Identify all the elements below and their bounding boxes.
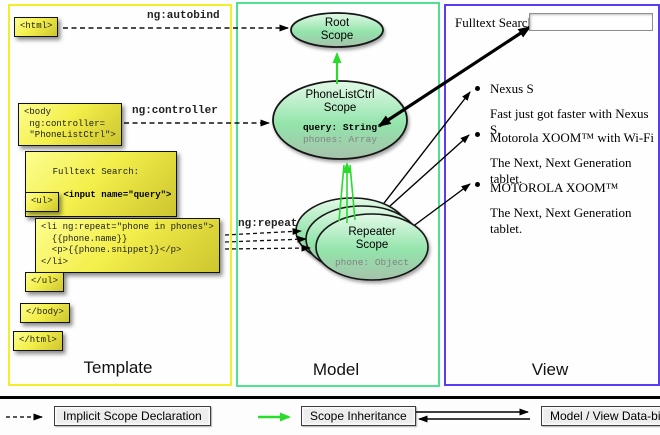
legend-model-view-databinding: Model / View Data-binding [541, 406, 660, 426]
code-box-ul-close: </ul> [25, 272, 65, 292]
root-scope-label: Root Scope [291, 17, 383, 43]
list-bullet-3 [475, 182, 480, 187]
autobind-label: ng:autobind [147, 10, 220, 22]
model-column-title: Model [312, 360, 360, 379]
legend-implicit-scope-declaration: Implicit Scope Declaration [54, 406, 211, 426]
repeater-phone-prop: phone: Object [334, 257, 410, 268]
legend-separator [0, 396, 660, 399]
repeat-label: ng:repeat [238, 218, 298, 230]
view-item-1-desc: Fast just got faster with Nexus S. [490, 106, 649, 137]
view-fulltext-label: Fulltext Search: [455, 15, 538, 30]
controller-label: ng:controller [132, 105, 218, 117]
list-bullet-1 [475, 86, 480, 91]
model-column [236, 2, 440, 387]
repeater-line1: Repeater [348, 226, 396, 238]
phonelistctrl-query-prop: query: String [302, 122, 378, 133]
phonelistctrl-line2: Scope [323, 102, 357, 114]
view-item-2-title: Motorola XOOM™ with Wi-Fi [490, 130, 655, 145]
code-box-html-open: <html> [14, 17, 59, 37]
code-box-ul-open: <ul> [25, 192, 59, 212]
legend-scope-inheritance: Scope Inheritance [301, 406, 416, 426]
view-column-title: View [531, 360, 569, 379]
template-column-title: Template [83, 358, 153, 377]
view-item-3-desc: The Next, Next Generation tablet. [490, 205, 632, 236]
code-box-body-close: </body> [20, 303, 70, 323]
repeater-line2: Scope [355, 239, 389, 251]
view-item-1-title: Nexus S [490, 81, 534, 96]
view-item-2-desc: The Next, Next Generation tablet. [490, 155, 632, 186]
root-scope-line2: Scope [320, 30, 354, 42]
phonelistctrl-scope-label: PhoneListCtrl Scope query: String phones… [273, 89, 407, 146]
repeater-scope-label: Repeater Scope phone: Object [319, 226, 425, 269]
code-box-html-close: </html> [13, 331, 63, 351]
view-item-3-title: MOTOROLA XOOM™ [490, 180, 619, 195]
fulltext-search-input[interactable] [529, 13, 653, 31]
code-box-li-repeat: <li ng:repeat="phone in phones"> {{phone… [35, 218, 220, 273]
code-fulltext-input: <input name="query"> [52, 190, 172, 201]
code-fulltext-label: Fulltext Search: [52, 166, 140, 177]
phonelistctrl-phones-prop: phones: Array [302, 134, 378, 145]
code-box-body-open: <body ng:controller= "PhoneListCtrl"> [18, 103, 122, 147]
phonelistctrl-line1: PhoneListCtrl [305, 89, 375, 101]
root-scope-line1: Root [324, 17, 350, 29]
list-bullet-2 [475, 132, 480, 137]
